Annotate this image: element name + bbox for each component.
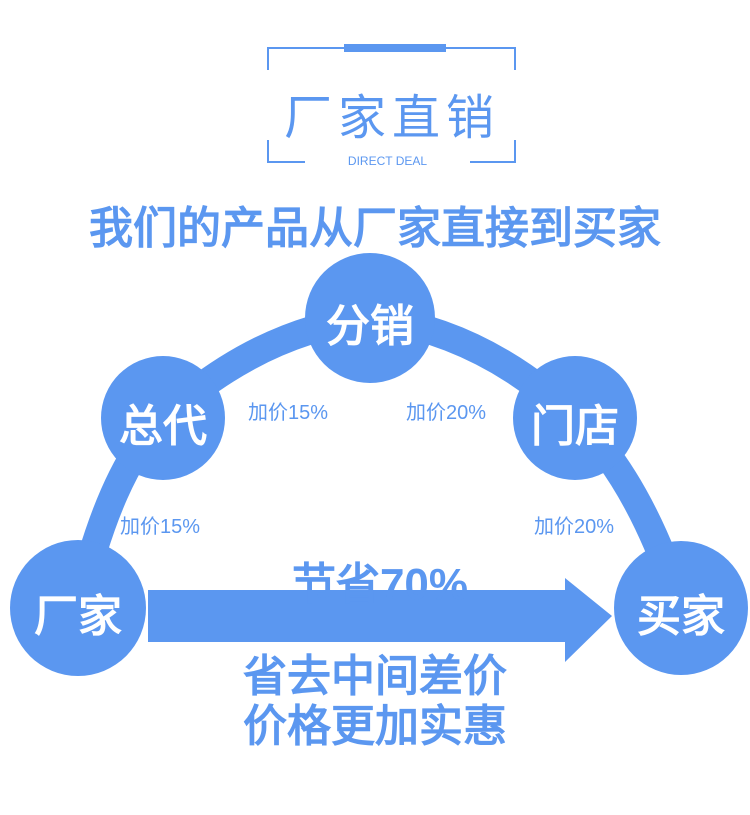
markup-distributor-to-store: 加价20% (406, 402, 487, 424)
headline: 我们的产品从厂家直接到买家 (89, 204, 661, 253)
node-distributor-circle (305, 253, 435, 383)
bottom-line-1: 省去中间差价 (243, 652, 507, 701)
node-store: 门店 (531, 402, 619, 451)
markup-store-to-buyer: 加价20% (534, 516, 615, 538)
node-store-circle (513, 356, 637, 480)
node-distributor: 分销 (326, 302, 414, 351)
node-general-agent: 总代 (119, 402, 207, 451)
markup-factory-to-agent: 加价15% (120, 516, 201, 538)
node-factory-circle (10, 540, 146, 676)
node-general-agent-circle (101, 356, 225, 480)
header-title: 厂家直销 (283, 92, 500, 145)
direct-arrow (148, 578, 612, 662)
savings-label: 节省70% (291, 560, 469, 609)
node-buyer-circle (614, 541, 748, 675)
bottom-line-2: 价格更加实惠 (243, 702, 507, 751)
header-subtitle: DIRECT DEAL (347, 154, 428, 168)
header-accent-bar (344, 44, 446, 52)
markup-agent-to-distributor: 加价15% (248, 402, 329, 424)
header-frame (267, 47, 516, 163)
node-factory: 厂家 (34, 592, 122, 641)
node-buyer: 买家 (637, 592, 725, 641)
